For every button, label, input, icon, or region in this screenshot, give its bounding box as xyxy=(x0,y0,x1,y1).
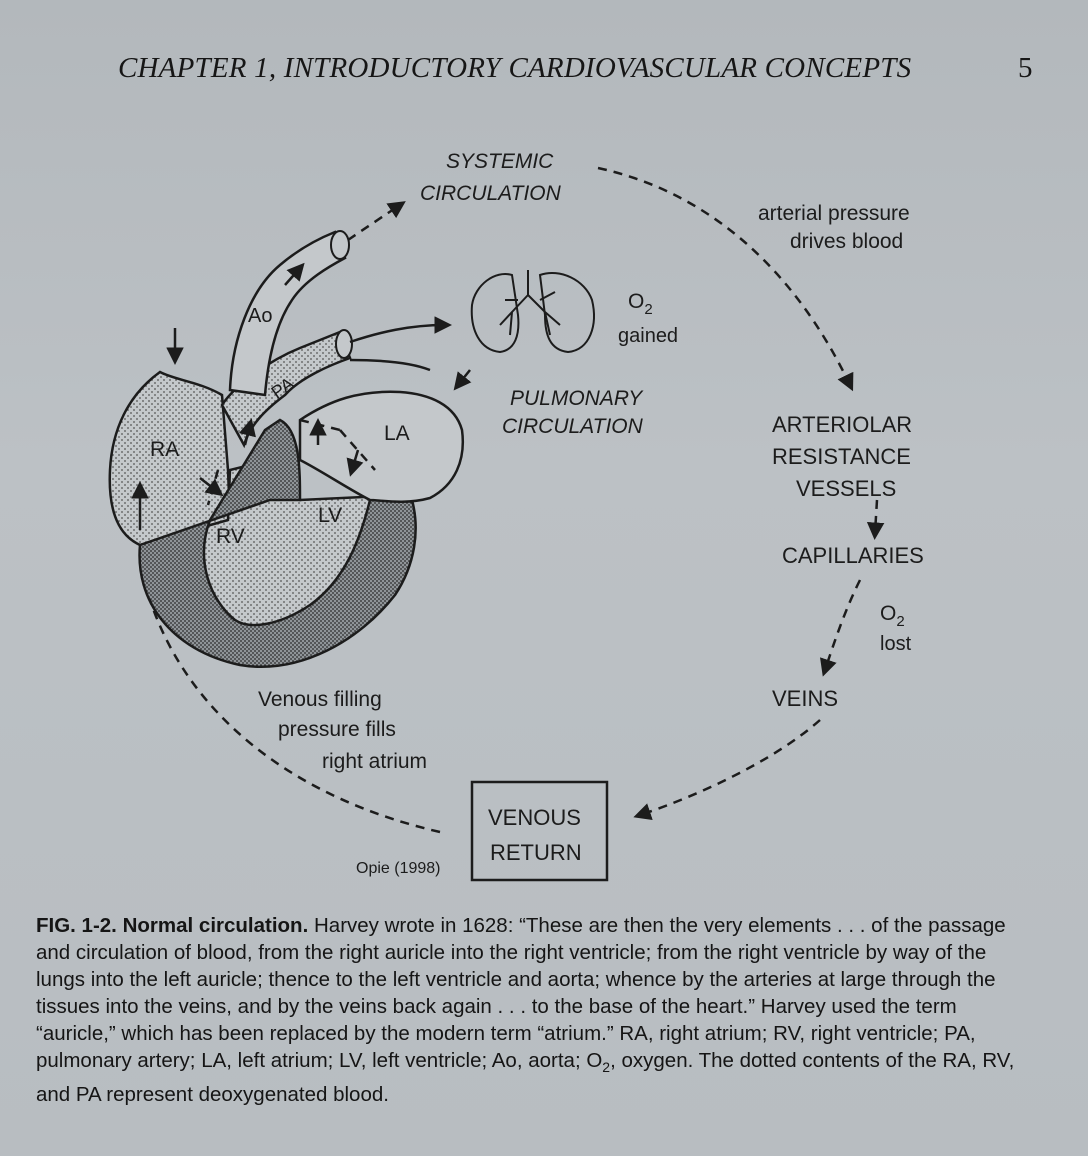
systemic-label-1: SYSTEMIC xyxy=(446,150,554,173)
caption-text-part1: Harvey wrote in 1628: “These are then th… xyxy=(36,914,1006,1072)
venous-return-box xyxy=(470,780,609,882)
systemic-label-2: CIRCULATION xyxy=(420,182,562,205)
venous-return-label-1: VENOUS xyxy=(488,805,581,830)
o2-gained-symbol: O2 xyxy=(628,290,653,318)
circulation-figure: SYSTEMIC CIRCULATION arterial pressure d… xyxy=(108,150,924,882)
dashed-paths xyxy=(148,166,885,834)
page-number: 5 xyxy=(1018,52,1033,84)
arteriolar-label-2: RESISTANCE xyxy=(772,444,911,469)
label-lv: LV xyxy=(318,504,342,527)
left-atrium-shape xyxy=(298,390,465,503)
left-ventricle-wall xyxy=(138,418,417,668)
capillaries-label: CAPILLARIES xyxy=(782,543,924,568)
pulmonary-vein xyxy=(349,358,431,372)
caption-figure-number: FIG. 1-2. xyxy=(36,914,117,937)
caption-o2-subscript: 2 xyxy=(602,1059,611,1076)
pulmonary-label-2: CIRCULATION xyxy=(502,415,644,438)
label-la: LA xyxy=(384,422,410,445)
label-rv: RV xyxy=(216,525,245,548)
o2-lost-symbol: O2 xyxy=(880,602,905,630)
aorta-opening xyxy=(330,230,350,260)
label-ra: RA xyxy=(150,438,179,461)
venous-filling-label-3: right atrium xyxy=(322,750,427,773)
lungs-icon xyxy=(470,270,595,354)
pulmonary-artery-opening xyxy=(335,329,353,359)
arterial-pressure-label-2: drives blood xyxy=(790,230,903,253)
arteriolar-label-3: VESSELS xyxy=(796,476,896,501)
arteriolar-label-1: ARTERIOLAR xyxy=(772,412,912,437)
venous-return-label-2: RETURN xyxy=(490,840,582,865)
venous-filling-label-1: Venous filling xyxy=(258,688,382,711)
lost-label: lost xyxy=(880,633,912,655)
pulmonary-label-1: PULMONARY xyxy=(510,387,644,410)
caption-text-part2: , oxygen. The dotted contents of the RA,… xyxy=(36,1049,1015,1107)
label-ao: Ao xyxy=(248,305,272,327)
running-header: CHAPTER 1, INTRODUCTORY CARDIOVASCULAR C… xyxy=(118,52,912,84)
caption-figure-title: Normal circulation. xyxy=(122,914,309,937)
figure-caption: FIG. 1-2. Normal circulation. Harvey wro… xyxy=(36,912,1038,1108)
figure-credit: Opie (1998) xyxy=(356,860,441,877)
venous-filling-label-2: pressure fills xyxy=(278,718,396,741)
veins-label: VEINS xyxy=(772,686,838,711)
gained-label: gained xyxy=(618,325,678,347)
arterial-pressure-label-1: arterial pressure xyxy=(758,202,910,225)
flow-arrows xyxy=(131,262,472,530)
